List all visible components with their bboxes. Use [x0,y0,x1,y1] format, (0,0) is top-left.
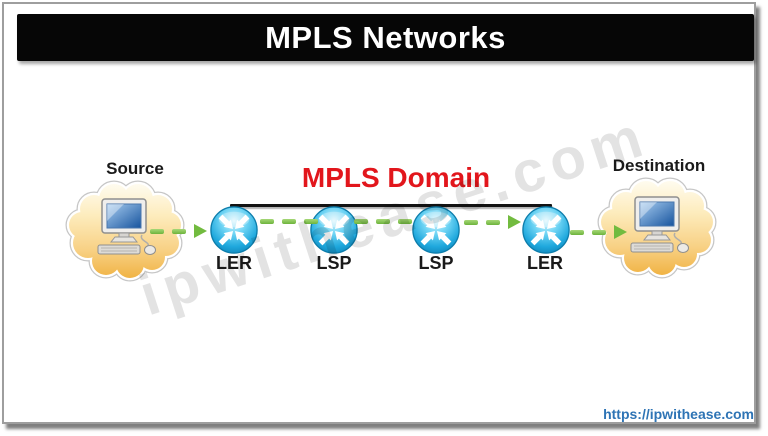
destination-label: Destination [612,156,706,175]
router-label-ler-ingress: LER [216,253,252,273]
arrow-head [194,224,207,238]
arrow-dash [486,219,500,225]
slide-frame: MPLS Networks ipwithease.com Source Dest… [2,2,756,424]
arrow-dash [354,218,368,224]
mpls-domain-label: MPLS Domain [301,162,491,193]
green-dashed-arrow-icon [260,214,326,228]
arrow-head [614,225,627,239]
green-dashed-arrow-icon [570,225,627,239]
arrow-dash [592,229,606,235]
arrow-dash [464,219,478,225]
router-label-lsp-1: LSP [316,253,352,273]
website-link[interactable]: https://ipwithease.com [603,406,754,422]
arrow-dash [150,228,164,234]
arrow-dash [570,229,584,235]
router-label-ler-egress: LER [527,253,563,273]
router-icon [309,205,359,255]
router-icon [411,205,461,255]
title-bar: MPLS Networks [17,14,754,61]
arrow-dash [172,228,186,234]
router-icon [521,205,571,255]
arrow-dash [282,218,296,224]
green-dashed-arrow-icon [150,224,207,238]
arrow-dash [260,218,274,224]
router-icon [209,205,259,255]
arrow-dash [398,218,412,224]
source-label: Source [106,159,164,178]
arrow-head [508,215,521,229]
computer-icon [630,196,690,254]
green-dashed-arrow-icon [354,214,420,228]
page-title: MPLS Networks [265,19,506,55]
mpls-domain-backbone-line [230,204,552,207]
router-label-lsp-2: LSP [418,253,454,273]
green-dashed-arrow-icon [464,215,521,229]
arrow-dash [304,218,318,224]
arrow-dash [376,218,390,224]
